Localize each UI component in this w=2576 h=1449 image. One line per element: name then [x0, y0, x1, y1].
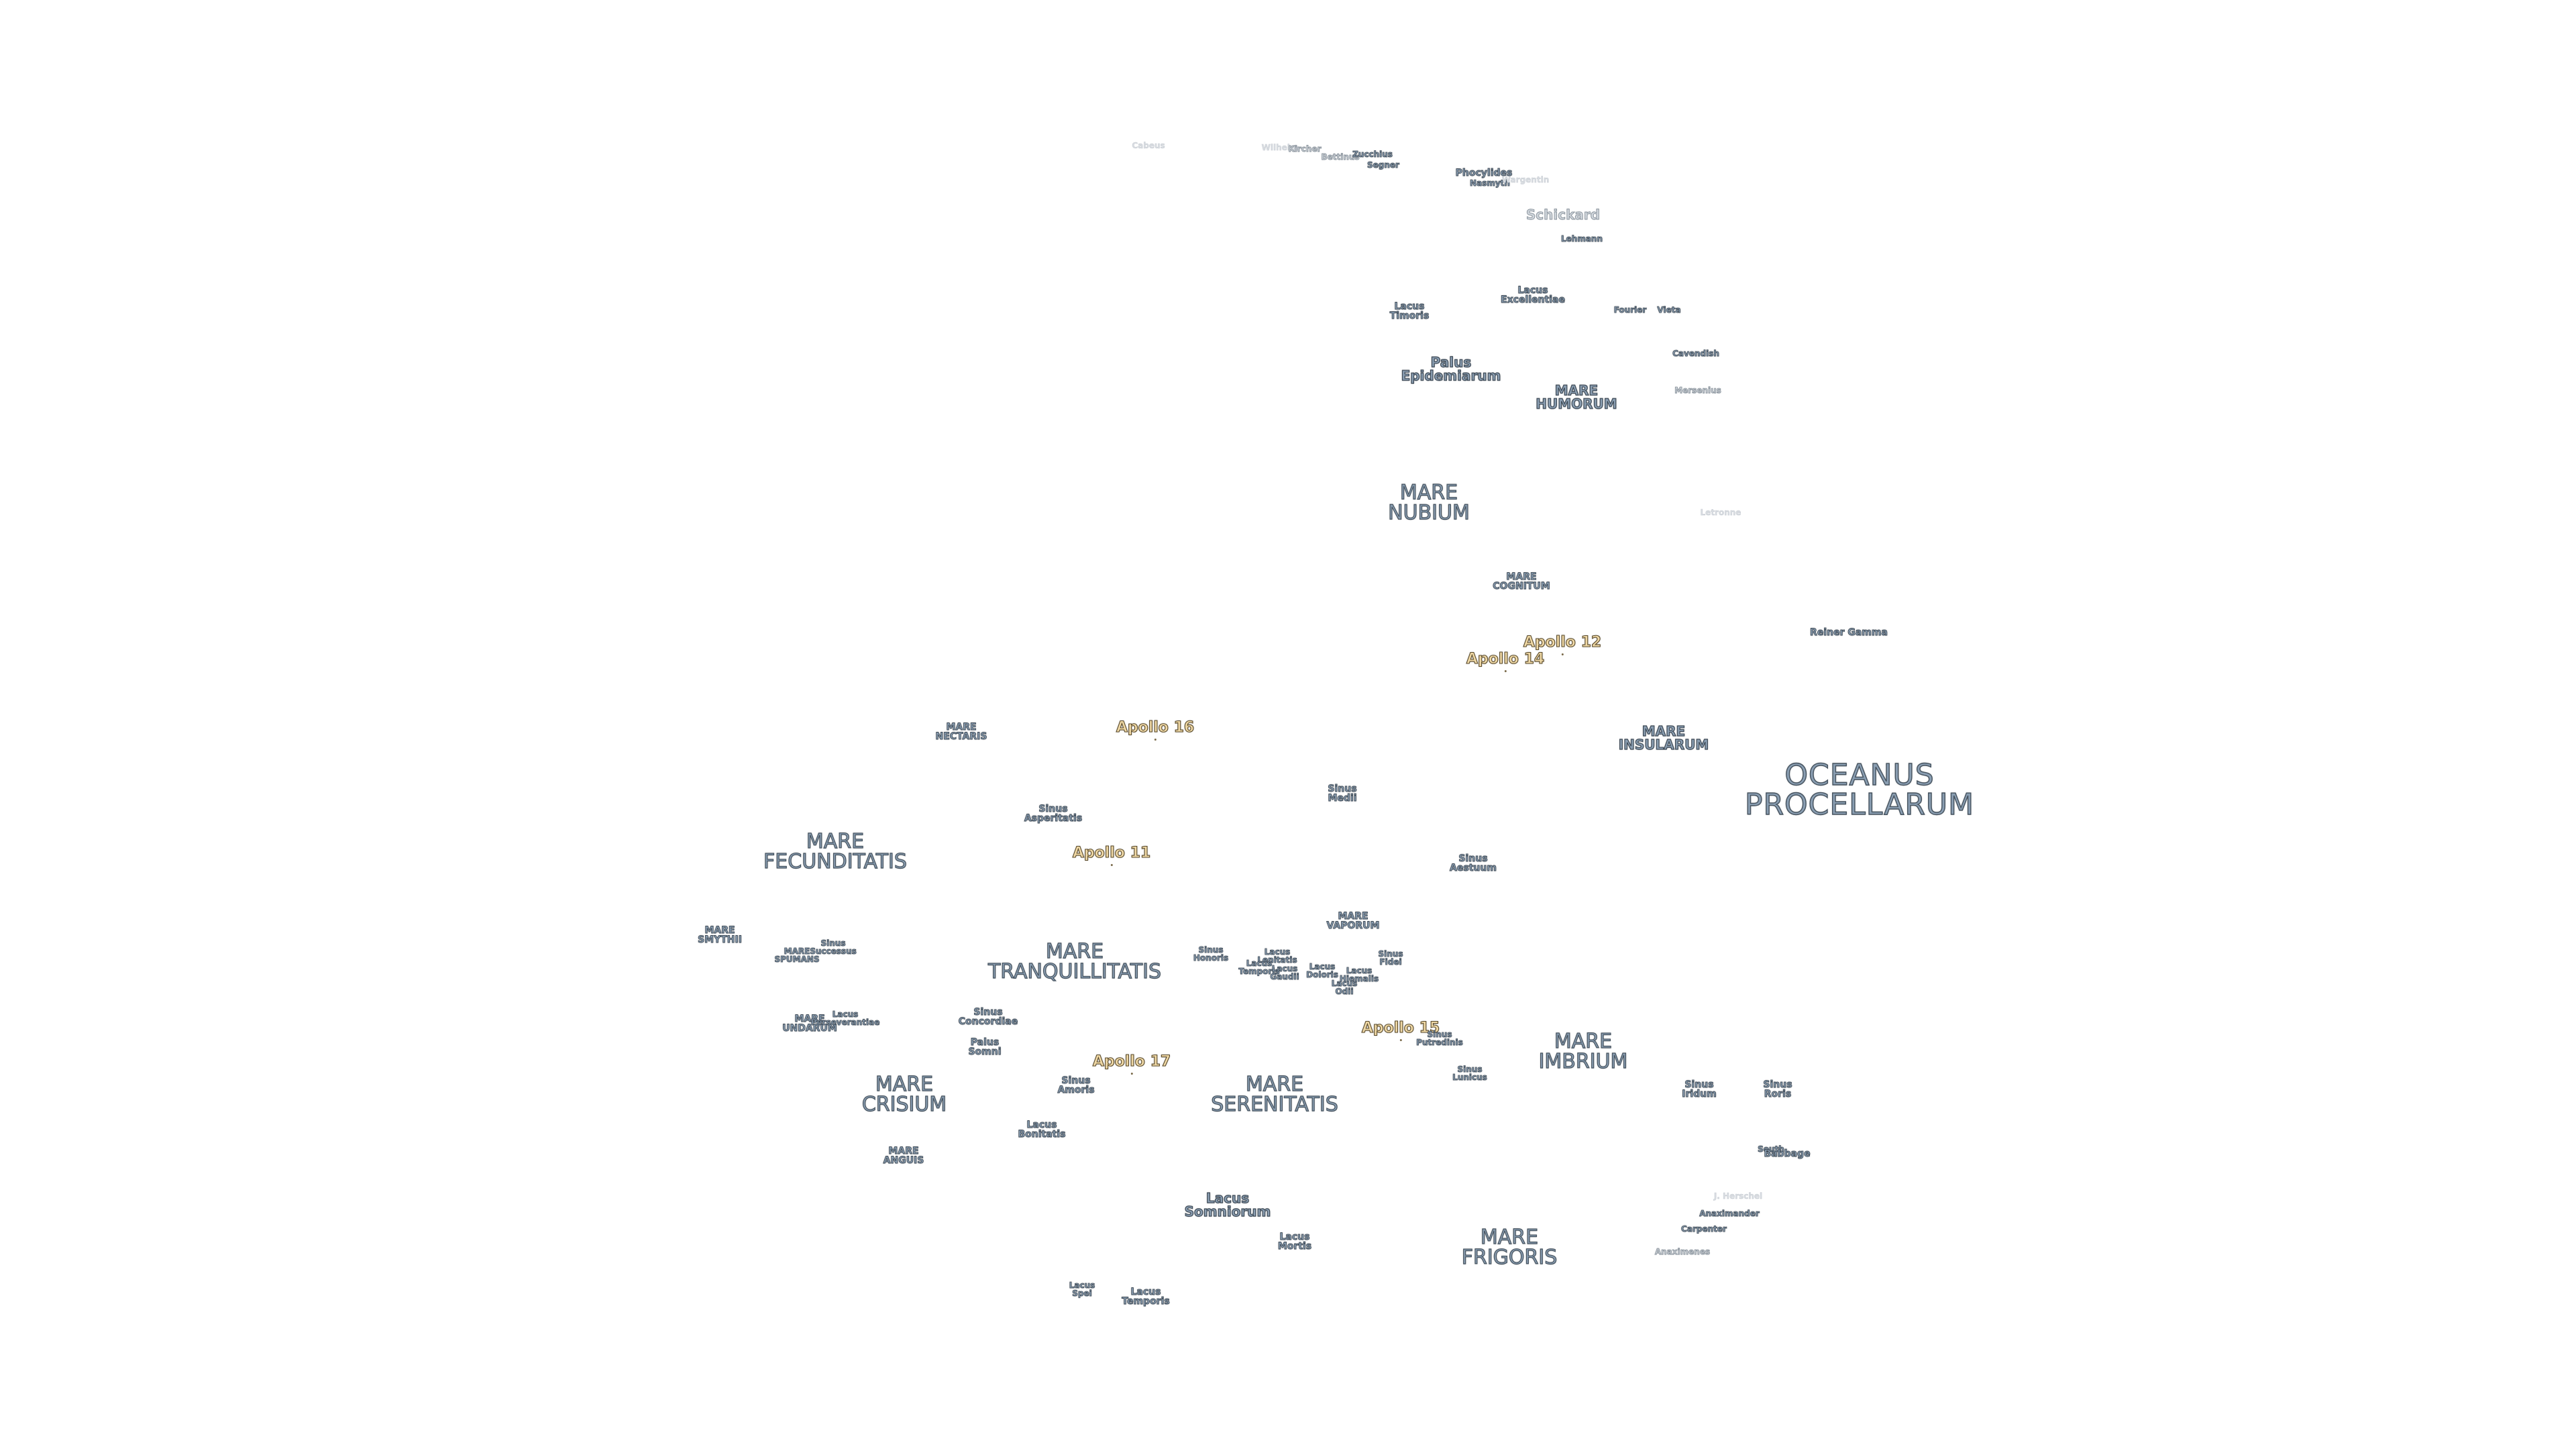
map-label-lacus-hiemalis: Lacus Hiemalis: [1339, 966, 1379, 983]
map-label-mare-humorum: MARE HUMORUM: [1536, 382, 1618, 412]
map-label-letronne: Letronne: [1700, 508, 1741, 517]
map-label-apollo-15: Apollo 15: [1361, 1020, 1440, 1041]
map-label-mare-tranquillitatis: MARE TRANQUILLITATIS: [987, 940, 1162, 983]
map-label-sinus-roris: Sinus Roris: [1763, 1079, 1792, 1099]
map-label-anaximenes: Anaximenes: [1654, 1247, 1711, 1256]
map-label-lacus-odii: Lacus Odii: [1331, 979, 1358, 996]
map-label-mare-serenitatis: MARE SERENITATIS: [1211, 1073, 1339, 1116]
map-label-carpenter: Carpenter: [1681, 1224, 1727, 1234]
map-label-babbage: Babbage: [1764, 1148, 1811, 1159]
map-label-apollo-17: Apollo 17: [1092, 1053, 1171, 1075]
map-label-mare-anguis: MARE ANGUIS: [883, 1146, 924, 1166]
map-label-lehmann: Lehmann: [1560, 234, 1603, 244]
map-label-palus-epidemiarum: Palus Epidemiarum: [1401, 354, 1501, 384]
map-label-mare-frigoris: MARE FRIGORIS: [1461, 1226, 1558, 1269]
map-label-sinus-fidei: Sinus Fidei: [1378, 949, 1403, 967]
map-label-apollo-16: Apollo 16: [1116, 719, 1195, 741]
map-label-sinus-putredinis: Sinus Putredinis: [1416, 1030, 1463, 1047]
map-label-sinus-concordiae: Sinus Concordiae: [958, 1007, 1018, 1027]
map-label-cavendish: Cavendish: [1672, 349, 1720, 358]
map-label-mare-nubium: MARE NUBIUM: [1388, 481, 1470, 525]
map-label-nasmyth: Nasmyth: [1470, 178, 1511, 188]
map-label-cabeus: Cabeus: [1132, 141, 1165, 150]
map-label-mare-fecunditatis: MARE FECUNDITATIS: [763, 830, 907, 873]
map-label-lacus-bonitatis: Lacus Bonitatis: [1018, 1120, 1066, 1140]
map-label-segner: Segner: [1367, 160, 1400, 170]
map-label-lacus-somniorum: Lacus Somniorum: [1184, 1190, 1271, 1220]
map-label-reiner-gamma: Reiner Gamma: [1810, 627, 1888, 638]
map-label-schickard: Schickard: [1525, 207, 1601, 223]
map-label-bettinus: Bettinus: [1321, 152, 1360, 162]
map-label-phocylides: Phocylides: [1455, 168, 1513, 178]
map-label-sinus-successus: Sinus Successus: [810, 938, 857, 956]
map-label-kircher: Kircher: [1288, 144, 1322, 154]
map-label-lacus-temporis: Lacus Temporis: [1238, 959, 1280, 976]
map-label-south: South: [1758, 1144, 1785, 1154]
map-label-wargentin: Wargentin: [1501, 175, 1550, 184]
map-label-palus-somni: Palus Somni: [968, 1037, 1002, 1057]
map-label-apollo-12: Apollo 12: [1523, 634, 1602, 655]
map-label-mersenius: Mersenius: [1674, 386, 1722, 395]
map-label-sinus-lunicus: Sinus Lunicus: [1452, 1065, 1487, 1082]
map-label-anaximander: Anaximander: [1699, 1209, 1760, 1218]
map-label-lacus-timoris: Lacus Timoris: [1389, 301, 1430, 321]
map-label-mare-undarum: MARE UNDARUM: [782, 1014, 838, 1034]
map-label-mare-smythii: MARE SMYTHII: [698, 925, 743, 945]
map-label-oceanus-procellarum: OCEANUS PROCELLARUM: [1744, 758, 1975, 822]
map-label-wilhelm: Wilhelm: [1261, 143, 1299, 152]
map-label-lacus-mortis: Lacus Mortis: [1277, 1232, 1312, 1252]
map-label-sinus-honoris: Sinus Honoris: [1193, 945, 1229, 963]
map-label-sinus-amoris: Sinus Amoris: [1057, 1075, 1095, 1095]
map-label-sinus-asperitatis: Sinus Asperitatis: [1024, 804, 1083, 824]
map-label-mare-cognitum: MARE COGNITUM: [1493, 572, 1550, 592]
map-label-mare-nectaris: MARE NECTARIS: [935, 722, 987, 742]
map-label-mare-spumans: MARE SPUMANS: [774, 947, 820, 964]
map-label-lacus-lenitatis: Lacus Lenitatis: [1257, 947, 1297, 965]
map-label-sinus-iridum: Sinus Iridum: [1682, 1079, 1717, 1099]
map-label-sinus-medii: Sinus Medii: [1328, 784, 1357, 804]
map-label-mare-crisium: MARE CRISIUM: [861, 1073, 947, 1116]
map-label-mare-insularum: MARE INSULARUM: [1618, 723, 1709, 753]
map-label-mare-imbrium: MARE IMBRIUM: [1538, 1030, 1628, 1073]
map-label-lacus-spei: Lacus Spei: [1069, 1281, 1095, 1298]
map-label-lacus-gaudii: Lacus Gaudii: [1270, 964, 1299, 981]
map-label-lacus-excellentiae: Lacus Excellentiae: [1501, 285, 1566, 305]
map-label-lacus-doloris: Lacus Doloris: [1306, 962, 1339, 979]
map-label-j-herschel: J. Herschel: [1713, 1191, 1763, 1201]
map-label-lacus-perseverantiae: Lacus Perseverantiae: [810, 1010, 880, 1027]
map-label-zucchius: Zucchius: [1352, 150, 1393, 159]
map-label-vieta: Vieta: [1657, 305, 1681, 315]
map-label-mare-vaporum: MARE VAPORUM: [1326, 911, 1380, 931]
map-label-fourier: Fourier: [1613, 305, 1647, 315]
map-label-apollo-11: Apollo 11: [1072, 845, 1151, 866]
map-label-sinus-aestuum: Sinus Aestuum: [1450, 853, 1497, 873]
map-label-apollo-14: Apollo 14: [1466, 651, 1545, 672]
map-label-lacus-temporis: Lacus Temporis: [1122, 1287, 1170, 1307]
